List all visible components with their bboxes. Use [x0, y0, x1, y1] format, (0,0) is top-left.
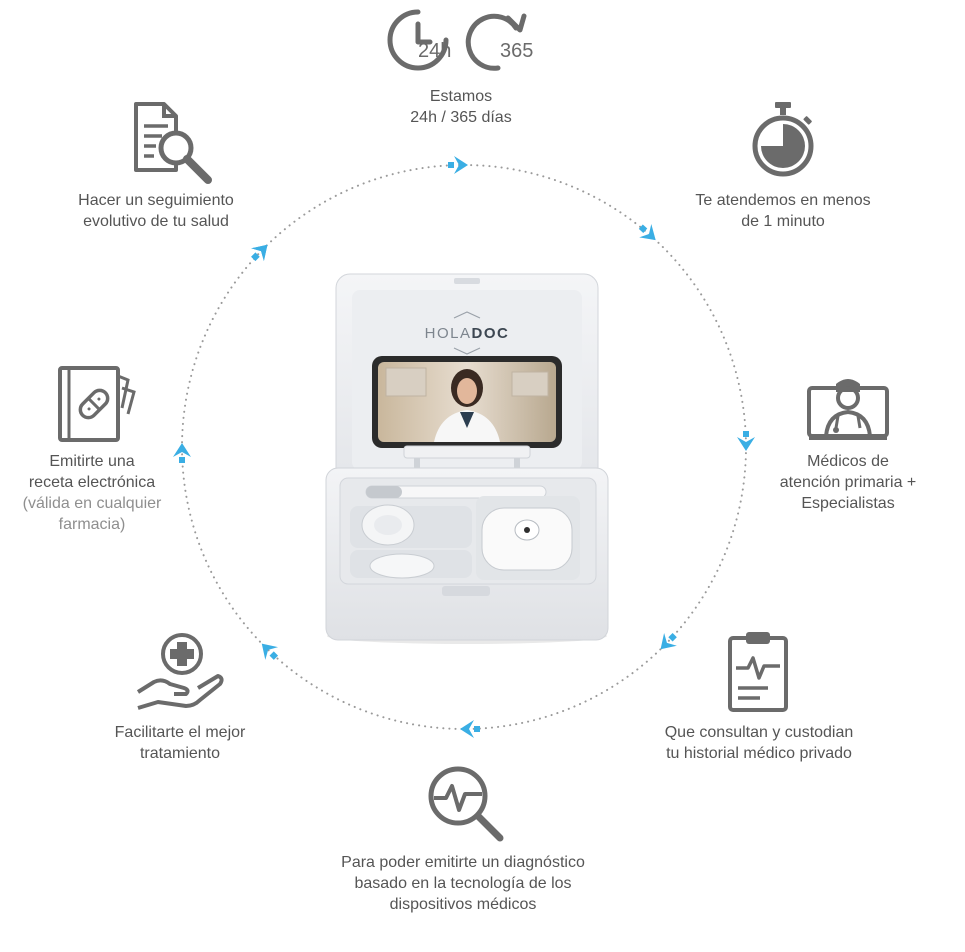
label-minute: Te atendemos en menos de 1 minuto — [668, 190, 898, 232]
label-prescription-line2: receta electrónica — [28, 474, 156, 491]
label-doctors: Médicos de atención primaria + Especiali… — [758, 451, 938, 514]
label-followup: Hacer un seguimiento evolutivo de tu sal… — [50, 190, 262, 232]
arrow-left-icon — [173, 443, 191, 463]
label-treatment-line1: Facilitarte el mejor — [114, 724, 246, 741]
arrow-upper-left-2-icon — [251, 244, 268, 262]
label-diagnosis-line3: dispositivos médicos — [389, 896, 537, 913]
refresh-365-icon — [465, 13, 527, 71]
arrow-upper-left-icon — [251, 244, 268, 262]
arrow-top-icon — [448, 156, 468, 174]
arrow-lower-right-icon — [660, 632, 677, 650]
brand-hola: HOLA — [425, 325, 472, 342]
device-brand-logo: HOLADOC — [425, 325, 510, 342]
label-minute-line1: Te atendemos en menos — [695, 192, 871, 209]
document-search-icon — [134, 102, 212, 184]
label-prescription-note2: farmacia) — [58, 516, 126, 533]
label-followup-line2: evolutivo de tu salud — [83, 213, 229, 230]
holadoc-device-image: HOLADOC — [325, 273, 609, 644]
label-24h-365: Estamos 24h / 365 días — [381, 86, 541, 128]
arrow-bottom-icon — [460, 720, 480, 738]
label-treatment-line2: tratamiento — [139, 745, 221, 762]
diagnosis-magnifier-icon — [428, 766, 504, 842]
hand-medical-cross-icon — [136, 633, 224, 710]
refresh-365-label: 365 — [500, 40, 534, 62]
label-doctors-line2: atención primaria + — [779, 474, 917, 491]
label-history-line1: Que consultan y custodian — [664, 724, 854, 741]
brand-doc: DOC — [472, 325, 510, 342]
arrow-right-icon — [737, 431, 755, 451]
doctor-screen-icon — [807, 379, 889, 440]
arrow-upper-right-icon — [638, 224, 656, 241]
label-diagnosis: Para poder emitirte un diagnóstico basad… — [310, 852, 616, 915]
medical-clipboard-icon — [728, 632, 788, 712]
clock-24h-icon — [387, 9, 449, 71]
doctor-on-screen — [434, 369, 500, 442]
label-prescription: Emitirte una receta electrónica (válida … — [2, 451, 182, 535]
prescription-notebook-icon — [58, 366, 136, 442]
label-prescription-line1: Emitirte una — [49, 453, 135, 470]
label-24h-365-line1: Estamos — [429, 88, 493, 105]
arrow-lower-left-icon — [261, 643, 279, 660]
label-treatment: Facilitarte el mejor tratamiento — [88, 722, 272, 764]
label-diagnosis-line1: Para poder emitirte un diagnóstico — [341, 854, 585, 871]
label-prescription-note1: (válida en cualquier — [22, 495, 162, 512]
stopwatch-icon — [752, 102, 814, 177]
label-history: Que consultan y custodian tu historial m… — [636, 722, 882, 764]
cycle-arrows — [173, 156, 755, 738]
label-followup-line1: Hacer un seguimiento — [78, 192, 234, 209]
label-doctors-line3: Especialistas — [801, 495, 895, 512]
clock-24h-label: 24h — [418, 40, 452, 62]
label-diagnosis-line2: basado en la tecnología de los — [354, 875, 572, 892]
label-24h-365-line2: 24h / 365 días — [410, 109, 512, 126]
label-minute-line2: de 1 minuto — [741, 213, 825, 230]
label-history-line2: tu historial médico privado — [666, 745, 852, 762]
label-doctors-line1: Médicos de — [807, 453, 889, 470]
